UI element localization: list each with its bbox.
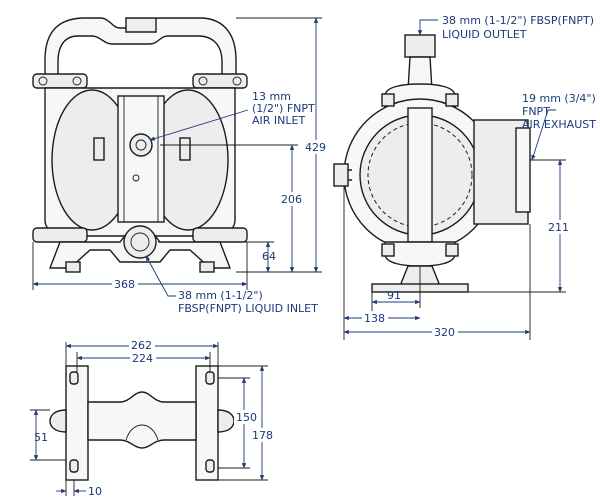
air-exhaust-label-2: FNPT xyxy=(522,105,550,118)
front-top-left-flange xyxy=(32,73,88,89)
liquid-inlet-port xyxy=(123,225,157,259)
liquid-outlet-label-1: 38 mm (1-1/2") FBSP(FNPT) xyxy=(442,14,594,27)
dim-64: 64 xyxy=(262,250,276,263)
air-inlet-port xyxy=(129,133,153,157)
dim-368: 368 xyxy=(114,278,135,291)
dim-320: 320 xyxy=(434,326,455,339)
side-view xyxy=(333,34,531,293)
side-bottom-manifold xyxy=(384,241,456,267)
dim-262: 262 xyxy=(131,339,152,352)
air-inlet-label-2: (1/2") FNPT xyxy=(252,102,315,115)
dim-10: 10 xyxy=(88,485,102,498)
dim-91: 91 xyxy=(387,289,401,302)
side-bottom-left-bolt xyxy=(381,243,395,257)
liquid-inlet-label-1: 38 mm (1-1/2") xyxy=(178,289,263,302)
dim-150: 150 xyxy=(236,411,257,424)
front-left-clamp xyxy=(93,137,105,161)
dim-211: 211 xyxy=(548,221,569,234)
side-exhaust-port xyxy=(515,127,531,213)
front-right-clamp xyxy=(179,137,191,161)
bottom-manifold xyxy=(87,391,197,449)
air-exhaust-label-3: AIR EXHAUST xyxy=(522,118,596,131)
side-center-column xyxy=(407,107,433,243)
side-bottom-right-bolt xyxy=(445,243,459,257)
front-view xyxy=(32,17,248,273)
air-inlet-label-1: 13 mm xyxy=(252,90,291,103)
front-left-foot xyxy=(65,261,81,273)
side-outlet-port xyxy=(404,34,436,58)
dim-224: 224 xyxy=(132,352,153,365)
dim-178: 178 xyxy=(252,429,273,442)
front-right-foot xyxy=(199,261,215,273)
side-top-left-bolt xyxy=(381,93,395,107)
front-dimensions: 429 206 64 368 13 mm (1/2") FNPT AIR INL… xyxy=(32,17,329,315)
dim-429: 429 xyxy=(305,141,326,154)
front-small-plug xyxy=(132,174,140,182)
front-top-right-flange xyxy=(192,73,248,89)
side-top-right-bolt xyxy=(445,93,459,107)
bottom-dimensions: 262 224 150 178 51 10 xyxy=(30,338,274,498)
dim-138: 138 xyxy=(364,312,385,325)
liquid-outlet-label-2: LIQUID OUTLET xyxy=(442,28,527,41)
air-exhaust-label-1: 19 mm (3/4") xyxy=(522,92,596,105)
side-dimensions: 38 mm (1-1/2") FBSP(FNPT) LIQUID OUTLET … xyxy=(343,14,596,340)
side-left-clamp xyxy=(333,163,349,187)
dim-51: 51 xyxy=(34,431,48,444)
bottom-view xyxy=(49,365,235,481)
front-bottom-left-flange xyxy=(32,227,88,243)
front-center-section xyxy=(117,95,165,223)
liquid-inlet-label-2: FBSP(FNPT) LIQUID INLET xyxy=(178,302,318,315)
dim-206: 206 xyxy=(281,193,302,206)
air-inlet-label-3: AIR INLET xyxy=(252,114,305,127)
front-bottom-right-flange xyxy=(192,227,248,243)
front-top-port xyxy=(125,17,157,33)
bottom-left-nub xyxy=(49,409,67,433)
bottom-right-nub xyxy=(217,409,235,433)
